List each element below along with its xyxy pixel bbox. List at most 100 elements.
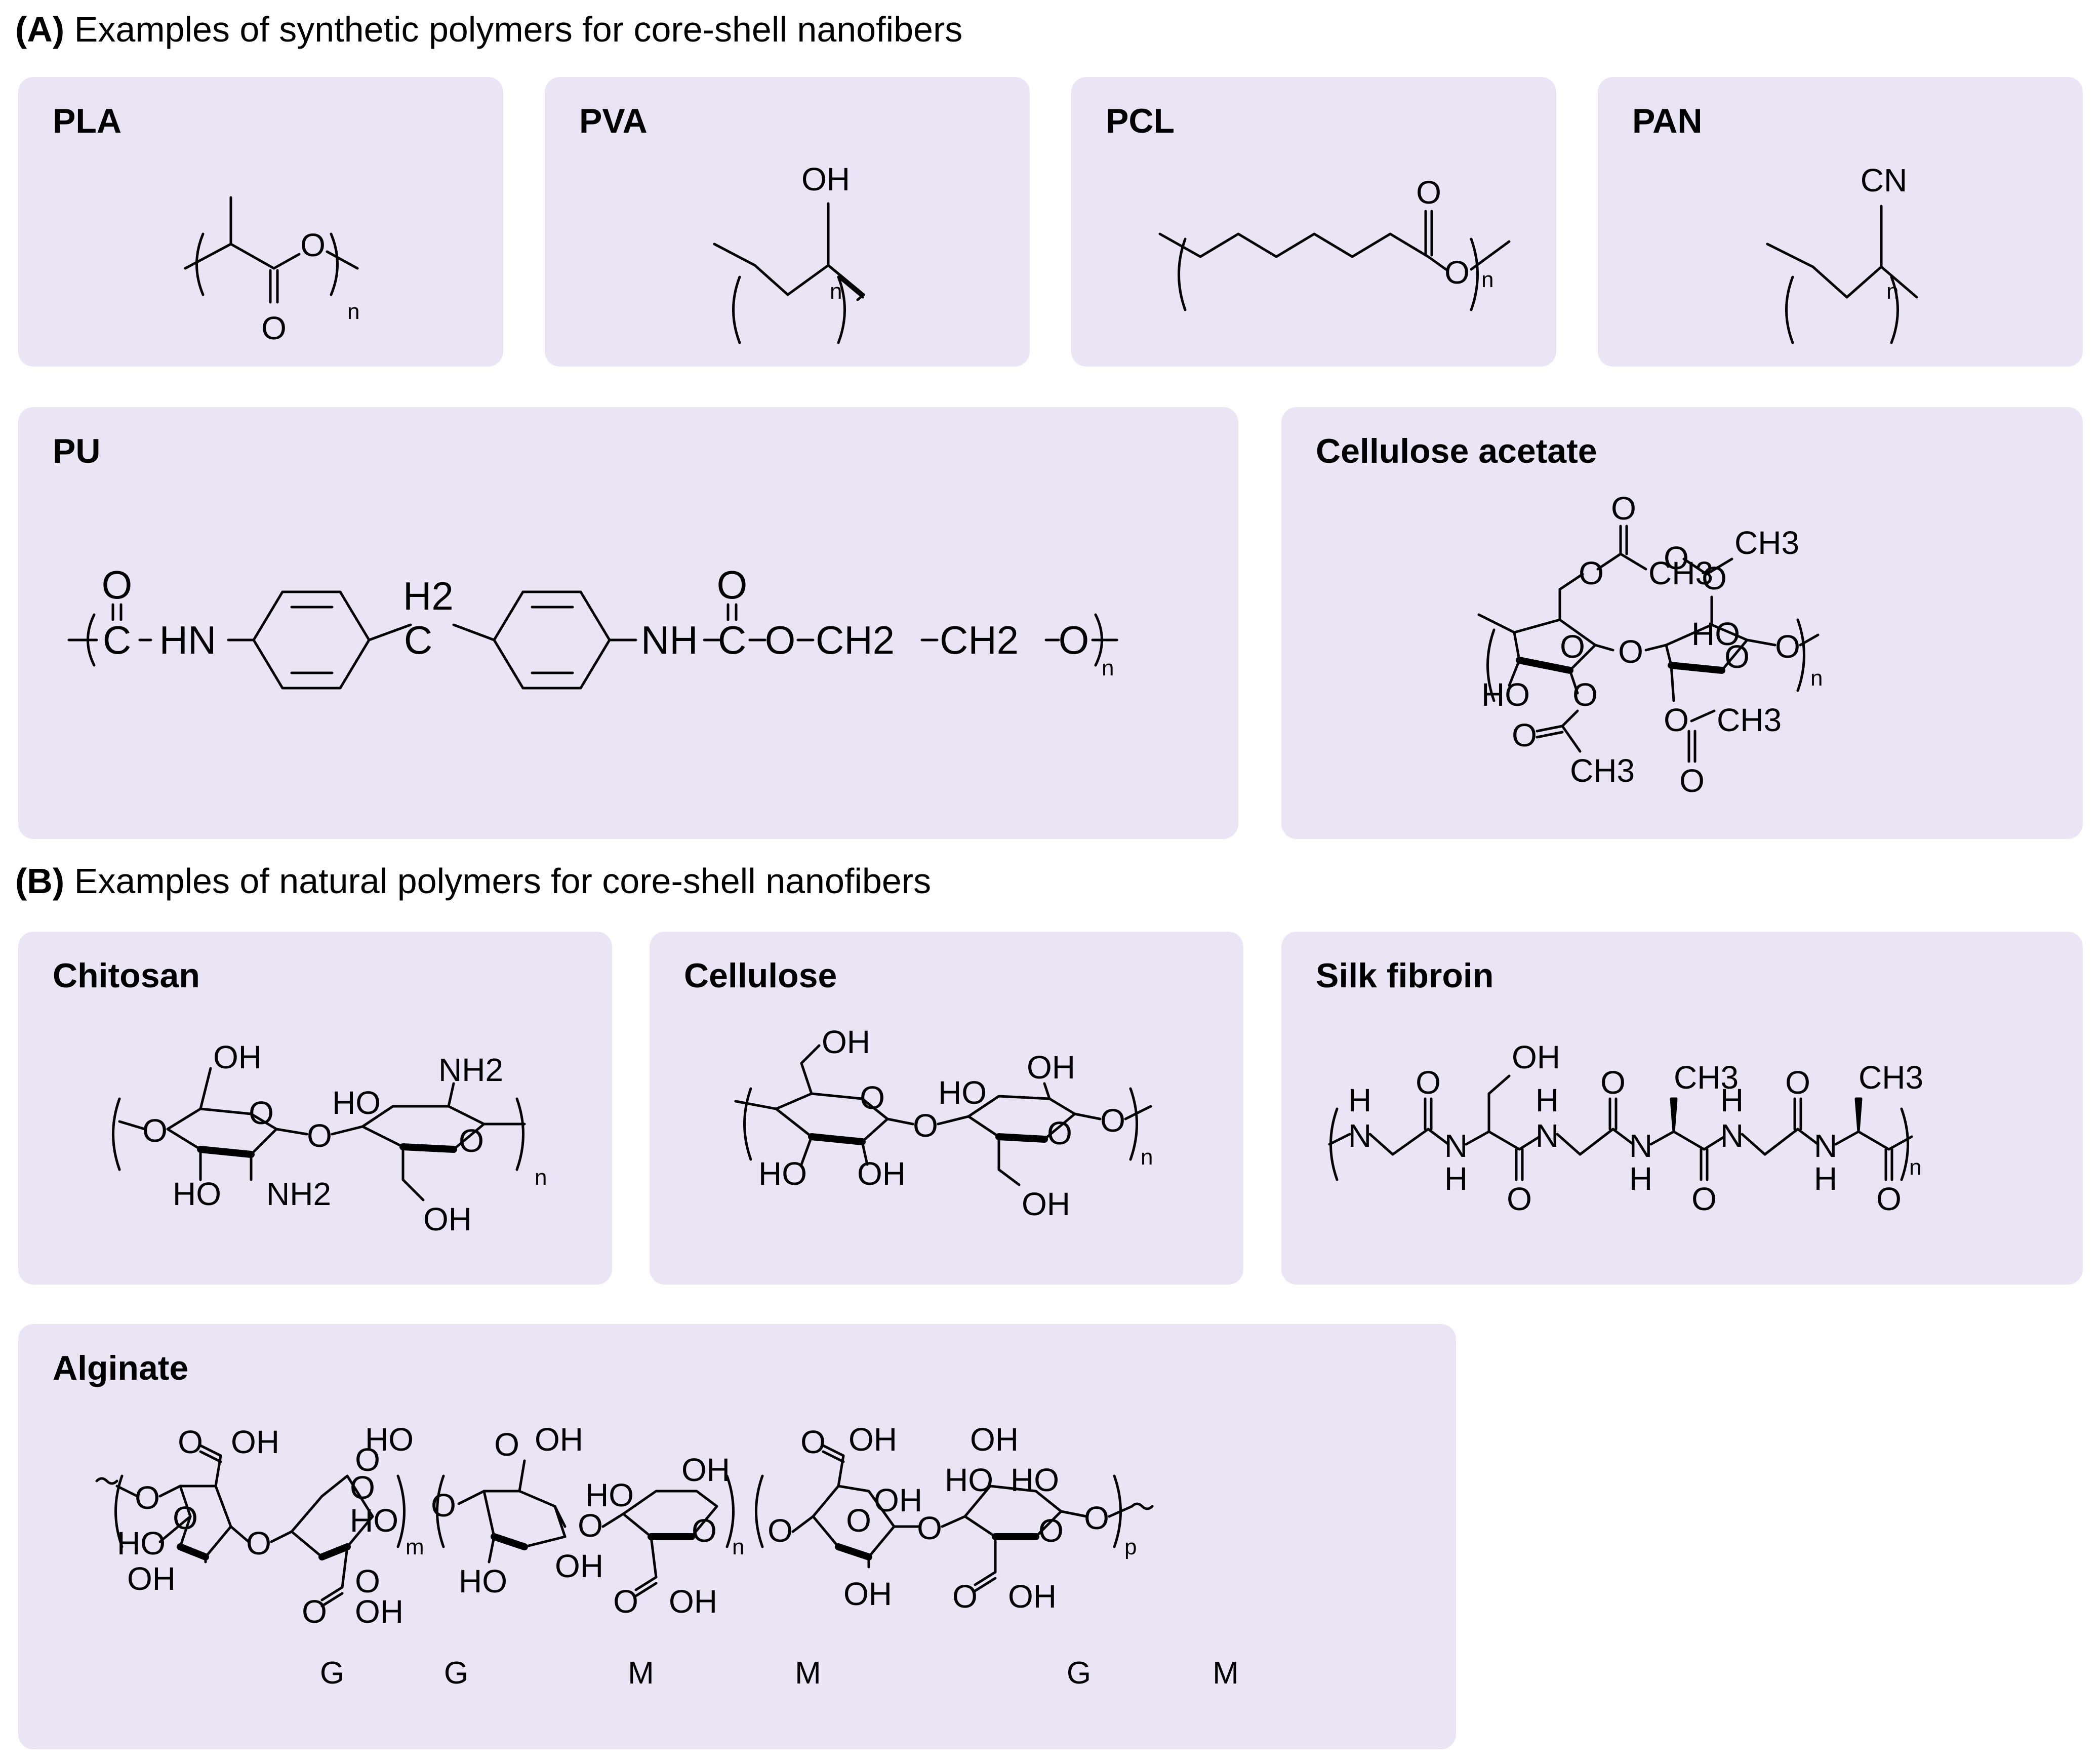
svg-text:O: O [135, 1479, 160, 1516]
cellulose-acetate-structure: O O CH3 O HO O O CH3 O HO O O CH3 O O n [1477, 490, 1823, 799]
svg-text:O: O [261, 310, 287, 346]
svg-text:CN: CN [1861, 162, 1907, 198]
svg-text:H: H [1629, 1160, 1652, 1197]
svg-text:O: O [249, 1095, 274, 1131]
svg-text:O: O [1507, 1181, 1532, 1217]
svg-text:H: H [1348, 1082, 1371, 1118]
pan-structure: CN n [1766, 162, 1918, 344]
card-cellulose: Cellulose O OH HO OH O HO OH O OH O n [650, 932, 1243, 1285]
svg-text:CH3: CH3 [1717, 702, 1782, 738]
svg-text:n: n [1102, 656, 1114, 680]
pu-structure: C O HN C H2 NH C O O CH2 CH2 O n [67, 563, 1118, 690]
svg-text:O: O [717, 563, 748, 607]
svg-text:O: O [494, 1426, 519, 1463]
svg-text:OH: OH [681, 1452, 730, 1488]
svg-text:OH: OH [669, 1583, 717, 1620]
svg-text:H: H [1720, 1082, 1744, 1118]
card-pan: PAN CN n [1598, 77, 2083, 367]
svg-text:H: H [1536, 1082, 1559, 1118]
svg-text:O: O [246, 1525, 271, 1561]
svg-text:M: M [628, 1656, 654, 1691]
svg-text:OH: OH [849, 1421, 897, 1458]
card-title-cellulose: Cellulose [684, 956, 837, 995]
card-pcl: PCL O O n [1071, 77, 1556, 367]
svg-text:CH3: CH3 [1648, 555, 1713, 591]
chitosan-structure: O O OH HO NH2 O HO NH2 O OH n [112, 1039, 547, 1237]
svg-text:O: O [173, 1500, 198, 1536]
svg-text:N: N [1629, 1128, 1652, 1164]
svg-text:O: O [765, 618, 796, 662]
svg-text:O: O [307, 1117, 332, 1154]
svg-text:O: O [1100, 1102, 1125, 1139]
svg-text:HO: HO [758, 1155, 807, 1192]
svg-text:O: O [1600, 1064, 1626, 1101]
svg-text:O: O [1611, 490, 1636, 527]
svg-text:O: O [913, 1107, 938, 1144]
svg-text:OH: OH [801, 161, 850, 197]
svg-text:n: n [830, 279, 842, 304]
svg-text:OH: OH [1027, 1049, 1075, 1086]
svg-text:M: M [1213, 1656, 1239, 1691]
svg-text:p: p [1124, 1535, 1137, 1559]
card-title-silk-fibroin: Silk fibroin [1316, 956, 1494, 995]
svg-text:O: O [102, 563, 133, 607]
svg-text:O: O [300, 227, 326, 263]
card-title-pu: PU [53, 432, 101, 470]
svg-text:OH: OH [231, 1424, 279, 1460]
svg-text:HO: HO [332, 1085, 381, 1121]
svg-text:N: N [1814, 1128, 1837, 1164]
svg-text:CH2: CH2 [940, 618, 1019, 662]
svg-text:O: O [355, 1563, 380, 1599]
svg-text:CH2: CH2 [816, 618, 895, 662]
svg-text:OH: OH [423, 1201, 472, 1237]
card-title-pan: PAN [1632, 102, 1703, 140]
svg-text:m: m [406, 1535, 424, 1559]
silk-fibroin-structure: N H O N H OH O N H O N H CH3 O [1328, 1039, 1923, 1217]
svg-text:NH2: NH2 [266, 1176, 331, 1212]
svg-text:OH: OH [1022, 1186, 1070, 1222]
svg-text:OH: OH [970, 1421, 1019, 1458]
svg-text:OH: OH [857, 1155, 906, 1192]
card-chitosan: Chitosan O O OH HO NH2 O HO NH2 O OH n [18, 932, 612, 1285]
svg-text:O: O [178, 1424, 203, 1460]
card-title-pla: PLA [53, 102, 122, 140]
card-title-alginate: Alginate [53, 1349, 189, 1387]
svg-text:n: n [347, 299, 359, 324]
svg-text:O: O [846, 1502, 871, 1539]
svg-text:OH: OH [1008, 1578, 1057, 1615]
svg-text:O: O [1572, 676, 1598, 713]
svg-text:H: H [1814, 1160, 1837, 1197]
svg-text:O: O [1702, 560, 1727, 596]
alginate-structure: O O OH O HO OH O O O O HO HO O OH m OH O… [95, 1421, 1239, 1691]
svg-text:C: C [103, 618, 131, 662]
svg-text:OH: OH [843, 1576, 892, 1612]
svg-text:O: O [431, 1487, 456, 1524]
svg-text:n: n [732, 1535, 744, 1559]
svg-text:OH: OH [874, 1482, 922, 1518]
svg-text:O: O [1038, 1512, 1064, 1549]
svg-text:O: O [613, 1583, 638, 1620]
svg-text:O: O [1618, 633, 1643, 670]
card-alginate: Alginate O O OH O HO OH O O O O HO HO O … [18, 1324, 1456, 1749]
svg-text:O: O [1724, 638, 1750, 675]
svg-text:O: O [1664, 702, 1689, 738]
svg-text:O: O [1664, 540, 1689, 576]
svg-text:HO: HO [459, 1563, 507, 1599]
svg-text:n: n [1909, 1155, 1921, 1180]
svg-text:M: M [795, 1656, 821, 1691]
svg-text:HO: HO [938, 1074, 987, 1111]
svg-text:C: C [404, 618, 432, 662]
svg-text:CH3: CH3 [1570, 752, 1635, 789]
card-title-chitosan: Chitosan [53, 956, 200, 995]
svg-text:O: O [1444, 254, 1470, 291]
card-silk-fibroin: Silk fibroin N H O N H OH O N H O N H CH [1281, 932, 2083, 1285]
section-a-heading: (A) Examples of synthetic polymers for c… [15, 9, 962, 50]
svg-text:O: O [1775, 628, 1800, 665]
svg-text:n: n [1810, 666, 1823, 691]
card-title-pva: PVA [579, 102, 648, 140]
svg-text:O: O [142, 1112, 168, 1149]
svg-text:HO: HO [350, 1502, 398, 1539]
svg-text:O: O [1512, 717, 1537, 753]
svg-text:O: O [578, 1507, 603, 1544]
svg-text:N: N [1444, 1128, 1468, 1164]
